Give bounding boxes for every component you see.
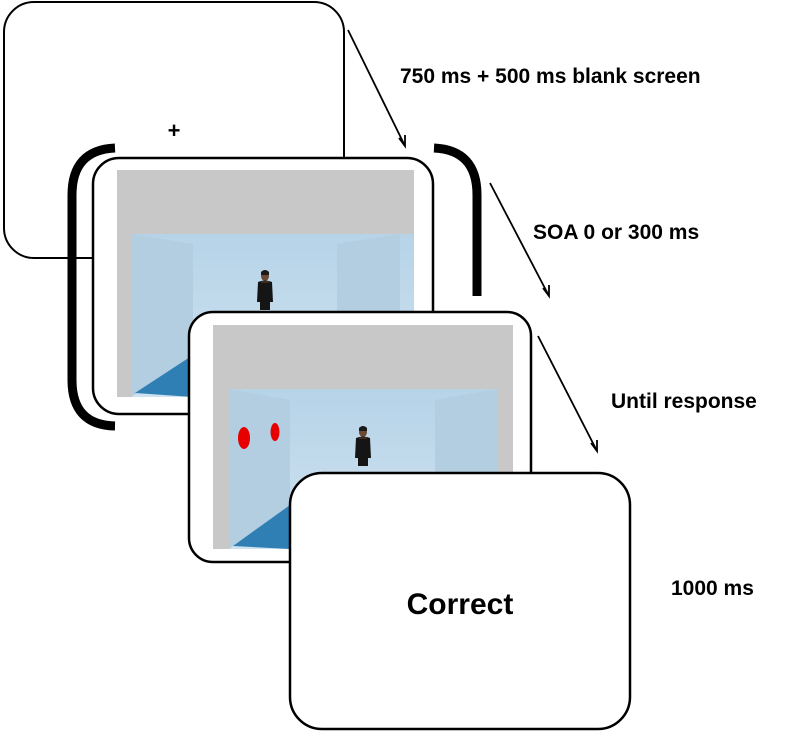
sequence-arrows bbox=[347, 29, 598, 454]
timing-label-feedback: 1000 ms bbox=[671, 577, 754, 600]
timing-label-target: Until response bbox=[611, 390, 757, 413]
target-dot bbox=[270, 423, 280, 441]
feedback-screen bbox=[288, 471, 632, 731]
fixation-cross: + bbox=[168, 118, 181, 143]
feedback-text: Correct bbox=[407, 588, 514, 621]
arrow-target-to-feedback bbox=[537, 335, 598, 454]
timing-label-fixation: 750 ms + 500 ms blank screen bbox=[400, 65, 701, 88]
room-floor bbox=[135, 355, 193, 397]
arrow-fixation-to-cue bbox=[347, 29, 406, 149]
timing-label-soa: SOA 0 or 300 ms bbox=[533, 221, 699, 244]
right-bracket bbox=[433, 143, 482, 296]
room-floor bbox=[233, 505, 290, 549]
target-dot bbox=[238, 427, 250, 449]
room-left-wall bbox=[131, 234, 193, 397]
left-bracket bbox=[67, 143, 116, 431]
feedback-frame: Correct bbox=[288, 471, 632, 731]
arrow-cue-to-target bbox=[489, 182, 550, 299]
